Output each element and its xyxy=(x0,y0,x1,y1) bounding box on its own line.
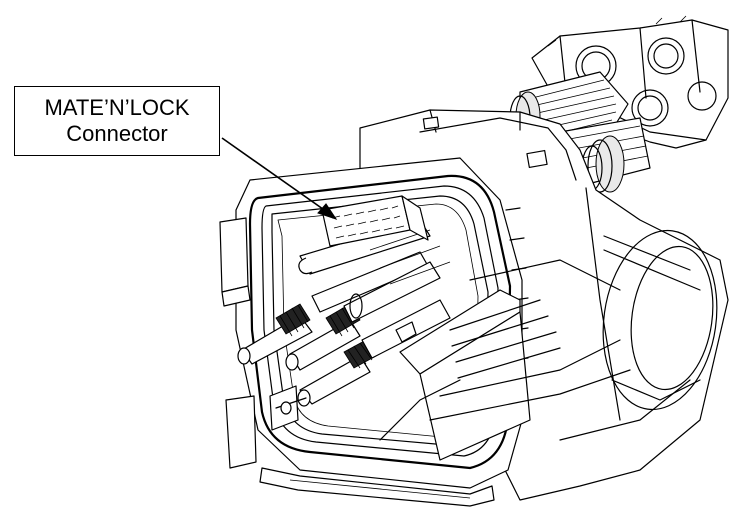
mate-n-lock-connector xyxy=(321,195,429,247)
callout-line-1: MATE’N’LOCK xyxy=(44,95,190,120)
callout-leader-arrow xyxy=(221,137,338,220)
terminal-pins xyxy=(237,219,451,431)
callout-line-2: Connector xyxy=(66,121,168,146)
internal-fins xyxy=(369,229,631,461)
callout-label-box: MATE’N’LOCK Connector xyxy=(14,86,220,156)
